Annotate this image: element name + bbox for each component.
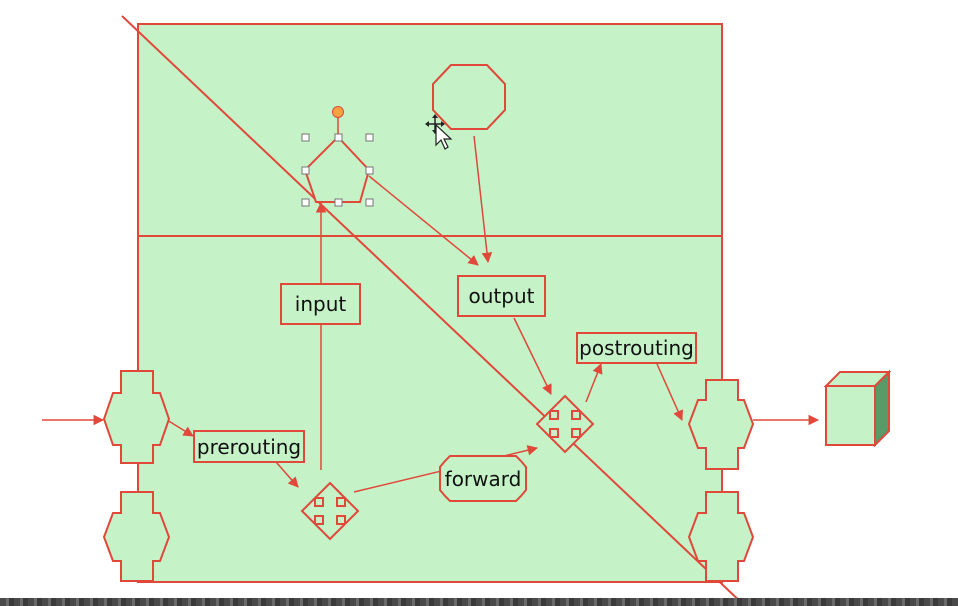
resize-handle-n[interactable] [334,133,343,142]
resize-handle-e[interactable] [365,166,374,175]
octagon-shape[interactable] [432,64,506,130]
resize-handle-ne[interactable] [365,133,374,142]
resize-handle-se[interactable] [365,198,374,207]
label-output-text: output [468,284,535,308]
resize-handle-s[interactable] [334,198,343,207]
interface-right-bottom[interactable] [687,491,755,582]
container-box [137,23,723,583]
interface-left-top[interactable] [102,370,171,464]
resize-handle-sw[interactable] [301,198,310,207]
taskbar-strip [0,598,958,606]
arrow-prerouting-to-hub [275,461,299,488]
rotate-handle[interactable] [332,106,344,118]
resize-handle-nw[interactable] [301,133,310,142]
label-input[interactable]: input [280,283,361,325]
forward-box[interactable] [439,455,527,502]
routing-hub-left[interactable] [300,481,360,541]
move-cursor-icon [425,114,453,150]
cube-shape[interactable] [823,369,892,448]
label-postrouting[interactable]: postrouting [576,332,697,364]
diagonal-line [121,15,746,606]
arrow-output-to-hub [513,317,552,395]
label-prerouting-text: prerouting [196,434,302,459]
label-postrouting-text: postrouting [579,336,694,360]
label-output[interactable]: output [457,275,546,317]
arrow-to-prerouting [166,419,194,437]
arrow-postrouting-to-exit [656,363,683,421]
arrow-octagon-to-output [473,135,493,264]
routing-hub-right[interactable] [535,394,595,454]
label-forward-text: forward [444,466,522,491]
label-forward: forward [445,462,522,495]
interface-right-top[interactable] [687,379,755,470]
label-input-text: input [294,292,347,316]
interface-left-bottom[interactable] [102,491,171,582]
resize-handle-w[interactable] [301,166,310,175]
arrow-hub-to-postrouting [585,363,603,403]
label-prerouting[interactable]: prerouting [193,430,305,463]
arrow-pentagon-to-output [368,175,479,266]
selected-pentagon[interactable] [301,106,374,207]
